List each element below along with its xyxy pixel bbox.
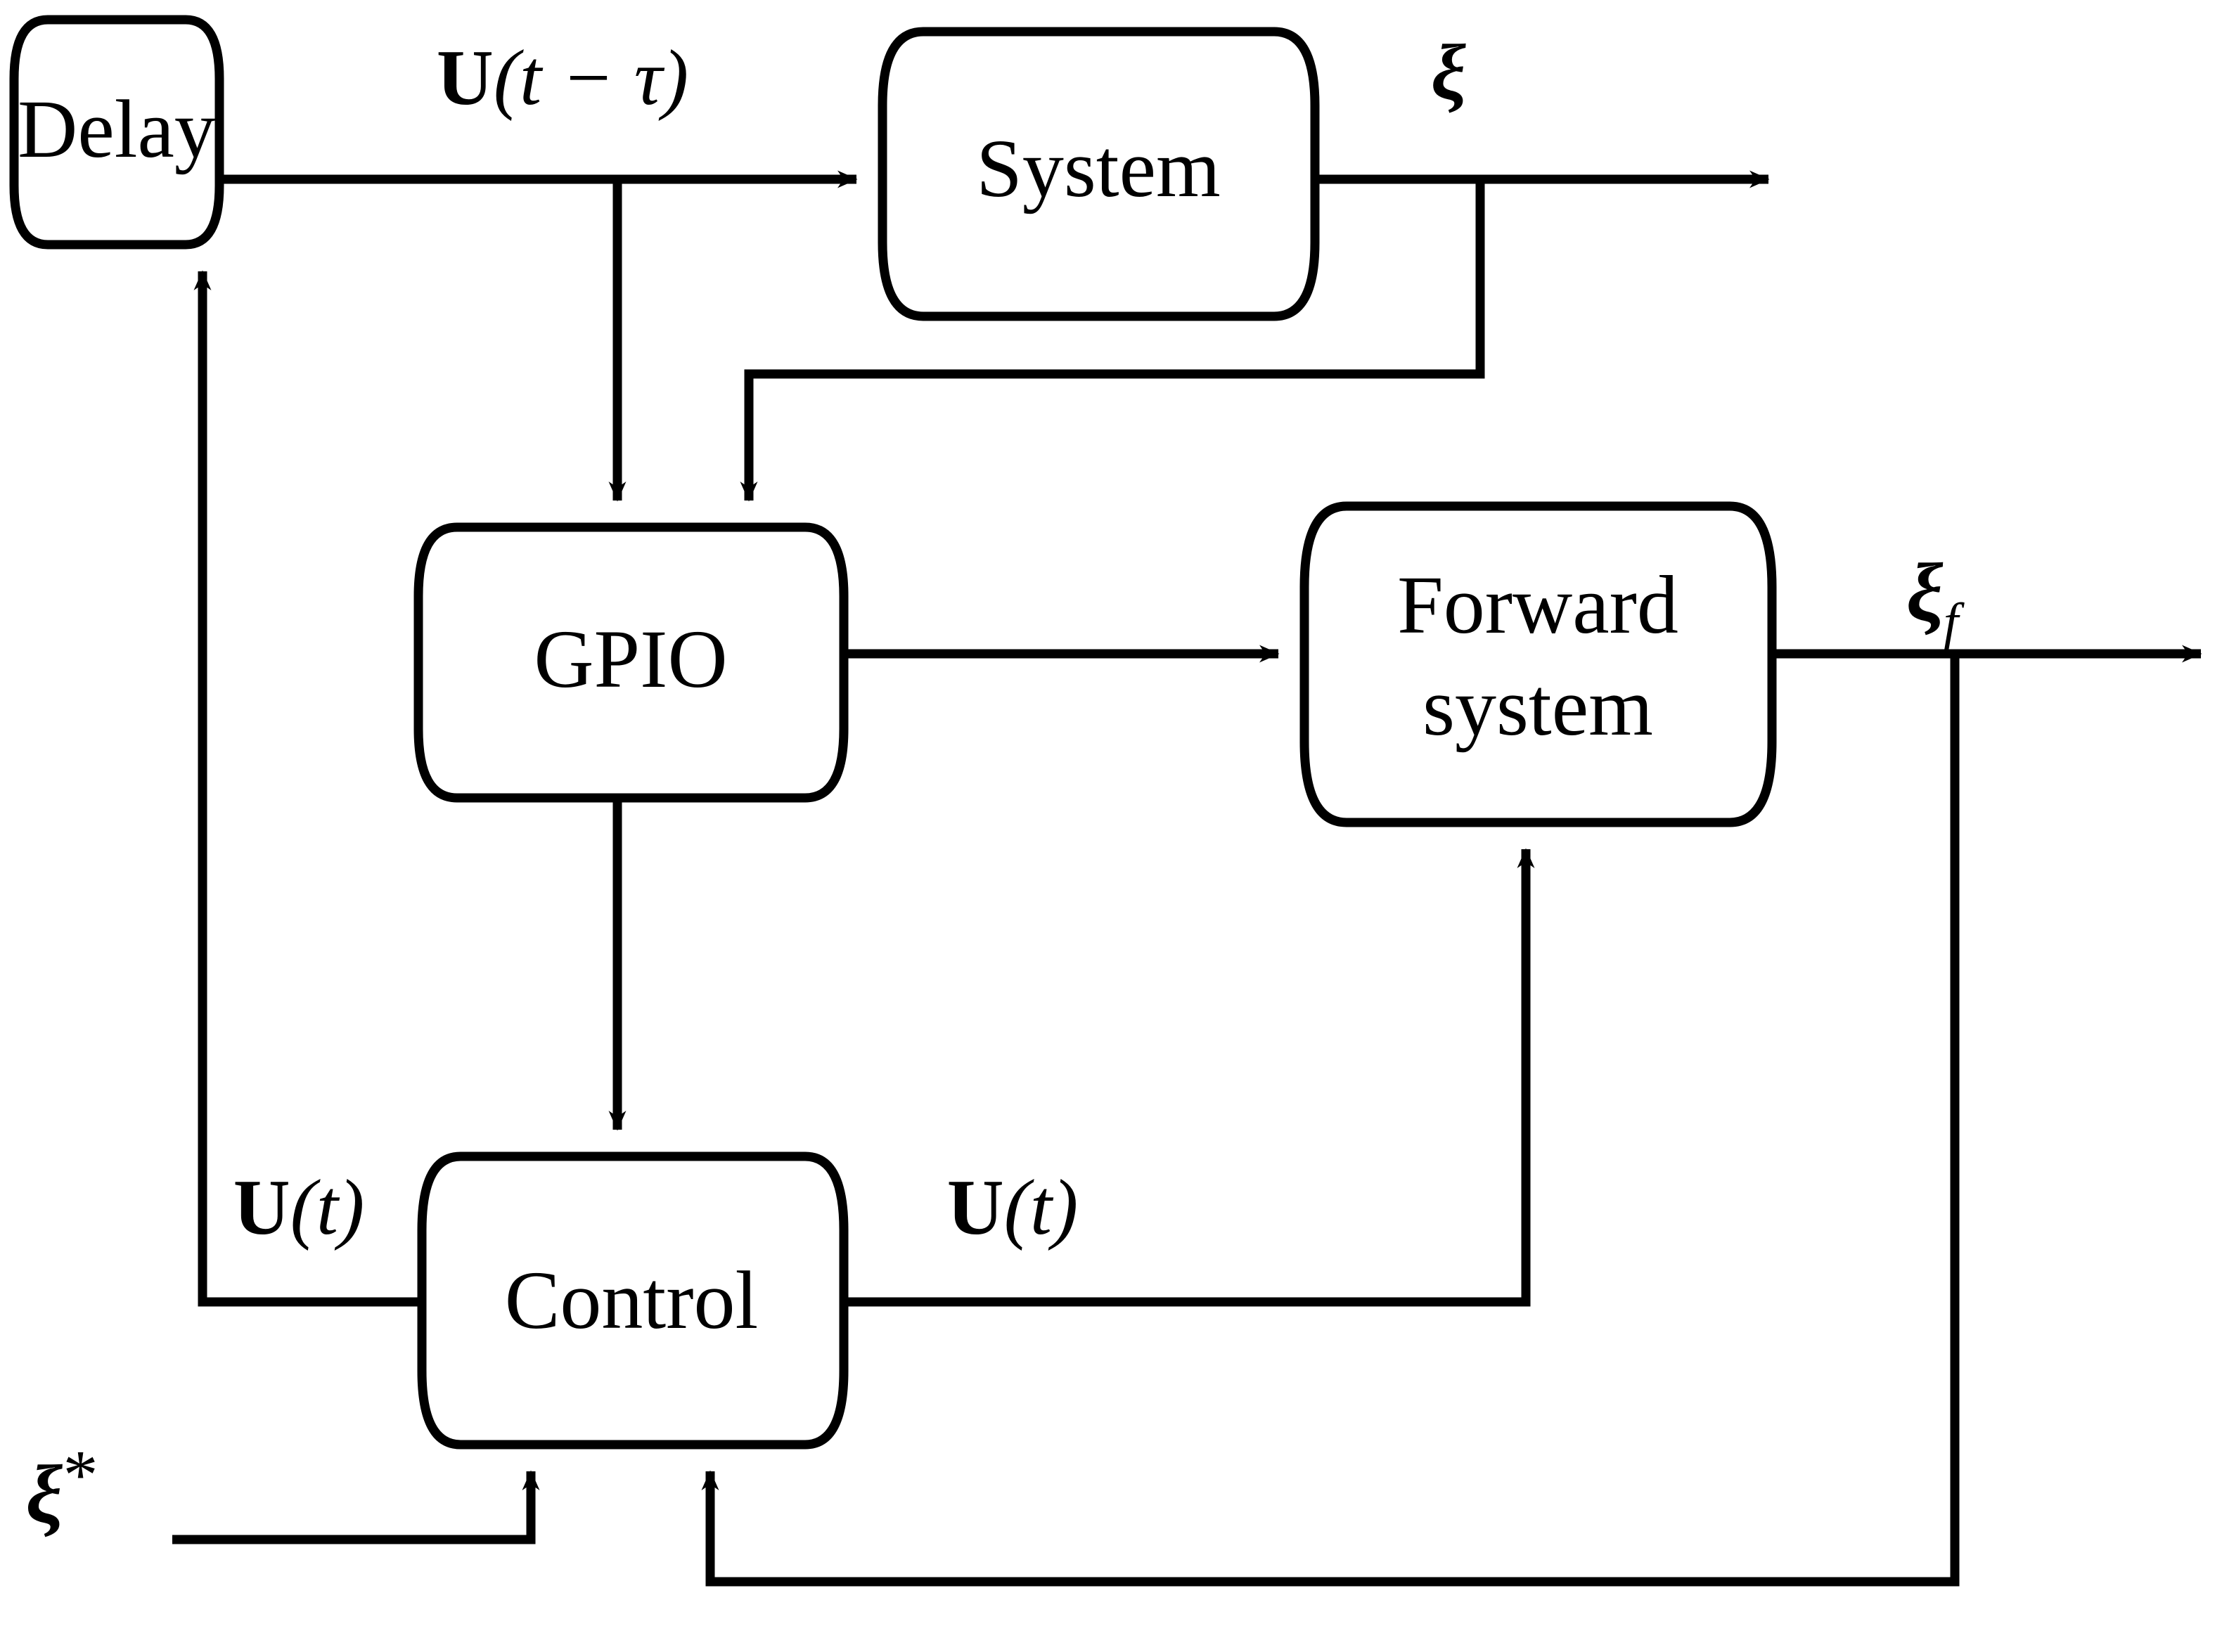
signal-control-out-bold: U	[947, 1164, 1004, 1251]
link-reference-to-control	[172, 1470, 540, 1544]
signal-forward-out-base: ξ	[1906, 546, 1944, 638]
link-control-to-forward	[844, 848, 1535, 1307]
block-delay-outline	[9, 15, 224, 250]
signal-control-fb-arg: (t)	[290, 1164, 365, 1251]
block-gpio-outline	[413, 522, 849, 803]
block-label-forward-line1: Forward	[1397, 559, 1678, 651]
block-label-system: System	[976, 122, 1221, 214]
signal-label-reference: ξ*	[25, 1435, 98, 1540]
signal-control-fb-bold: U	[233, 1164, 290, 1251]
block-label-control: Control	[505, 1254, 759, 1346]
signal-label-control-out: U(t)	[947, 1164, 1079, 1251]
signal-label-control-feedback: U(t)	[233, 1164, 365, 1251]
block-control-outline	[417, 1151, 849, 1450]
link-system-to-gpio	[740, 179, 1485, 502]
block-system-outline	[878, 27, 1320, 321]
block-label-forward-line2: system	[1423, 661, 1653, 753]
signal-delay-out-bold: U	[437, 34, 494, 122]
link-control-to-delay	[193, 270, 422, 1307]
signal-reference-star: *	[63, 1435, 98, 1514]
block-label-gpio: GPIO	[534, 613, 727, 705]
signal-label-system-out: ξ	[1431, 29, 1466, 116]
signal-label-delay-out: U(t − τ)	[437, 34, 688, 122]
signal-forward-out-sub: f	[1944, 593, 1965, 652]
signal-control-out-arg: (t)	[1004, 1164, 1079, 1251]
signal-reference-base: ξ	[25, 1448, 63, 1540]
block-forward-system-outline	[1299, 501, 1777, 827]
signal-label-forward-out: ξf	[1906, 546, 1965, 652]
signal-delay-out-arg: (t − τ)	[494, 34, 688, 122]
block-label-delay: Delay	[18, 83, 216, 175]
link-forward-to-control	[701, 654, 1960, 1587]
